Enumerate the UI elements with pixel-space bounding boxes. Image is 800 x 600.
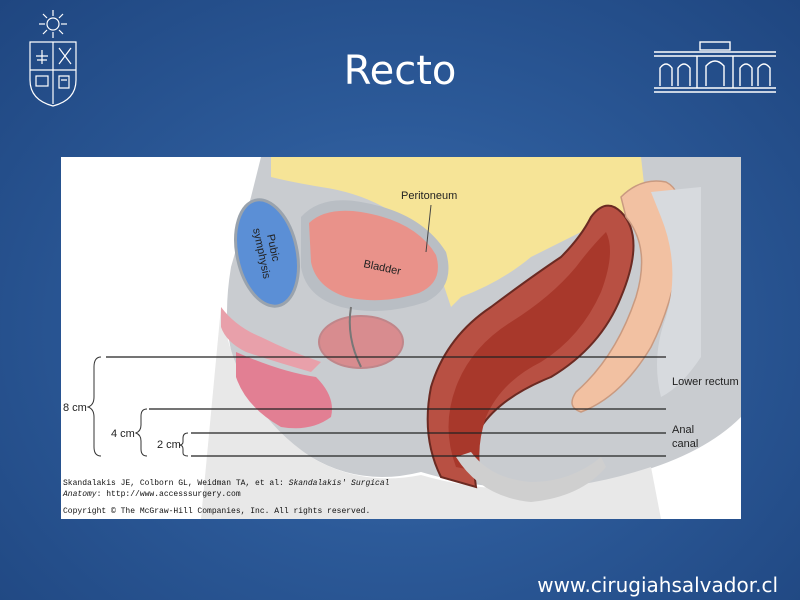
label-2cm: 2 cm [157, 439, 181, 451]
label-lower-rectum: Lower rectum [672, 376, 739, 388]
label-anal: Anal [672, 424, 694, 436]
bladder-shape [309, 210, 438, 301]
anatomy-figure: Peritoneum Bladder Pubic symphysis Lower… [61, 157, 741, 519]
label-peritoneum: Peritoneum [401, 190, 457, 202]
building-facade-icon [654, 41, 776, 93]
label-canal: canal [672, 438, 698, 450]
pelvis-sagittal-illustration: Peritoneum Bladder Pubic symphysis Lower… [63, 157, 741, 519]
credit-line-1: Skandalakis JE, Colborn GL, Weidman TA, … [63, 479, 389, 488]
credit-copyright: Copyright © The McGraw-Hill Companies, I… [63, 507, 371, 516]
hospital-building-logo [652, 38, 778, 94]
university-seal-icon [29, 10, 77, 107]
label-8cm: 8 cm [63, 402, 87, 414]
credit-line-2: Anatomy: http://www.accesssurgery.com [63, 490, 241, 499]
university-seal-logo [24, 8, 82, 108]
slide-title: Recto [343, 48, 457, 94]
website-url: www.cirugiahsalvador.cl [537, 573, 778, 597]
pubic-symphysis-shape [234, 198, 300, 308]
label-pubic: Pubic [264, 233, 282, 263]
label-4cm: 4 cm [111, 428, 135, 440]
credit-book-title: Skandalakis' Surgical [288, 479, 390, 488]
credit-url: : http://www.accesssurgery.com [96, 490, 241, 499]
credit-authors: Skandalakis JE, Colborn GL, Weidman TA, … [63, 479, 289, 488]
credit-book-title-cont: Anatomy [63, 490, 97, 499]
